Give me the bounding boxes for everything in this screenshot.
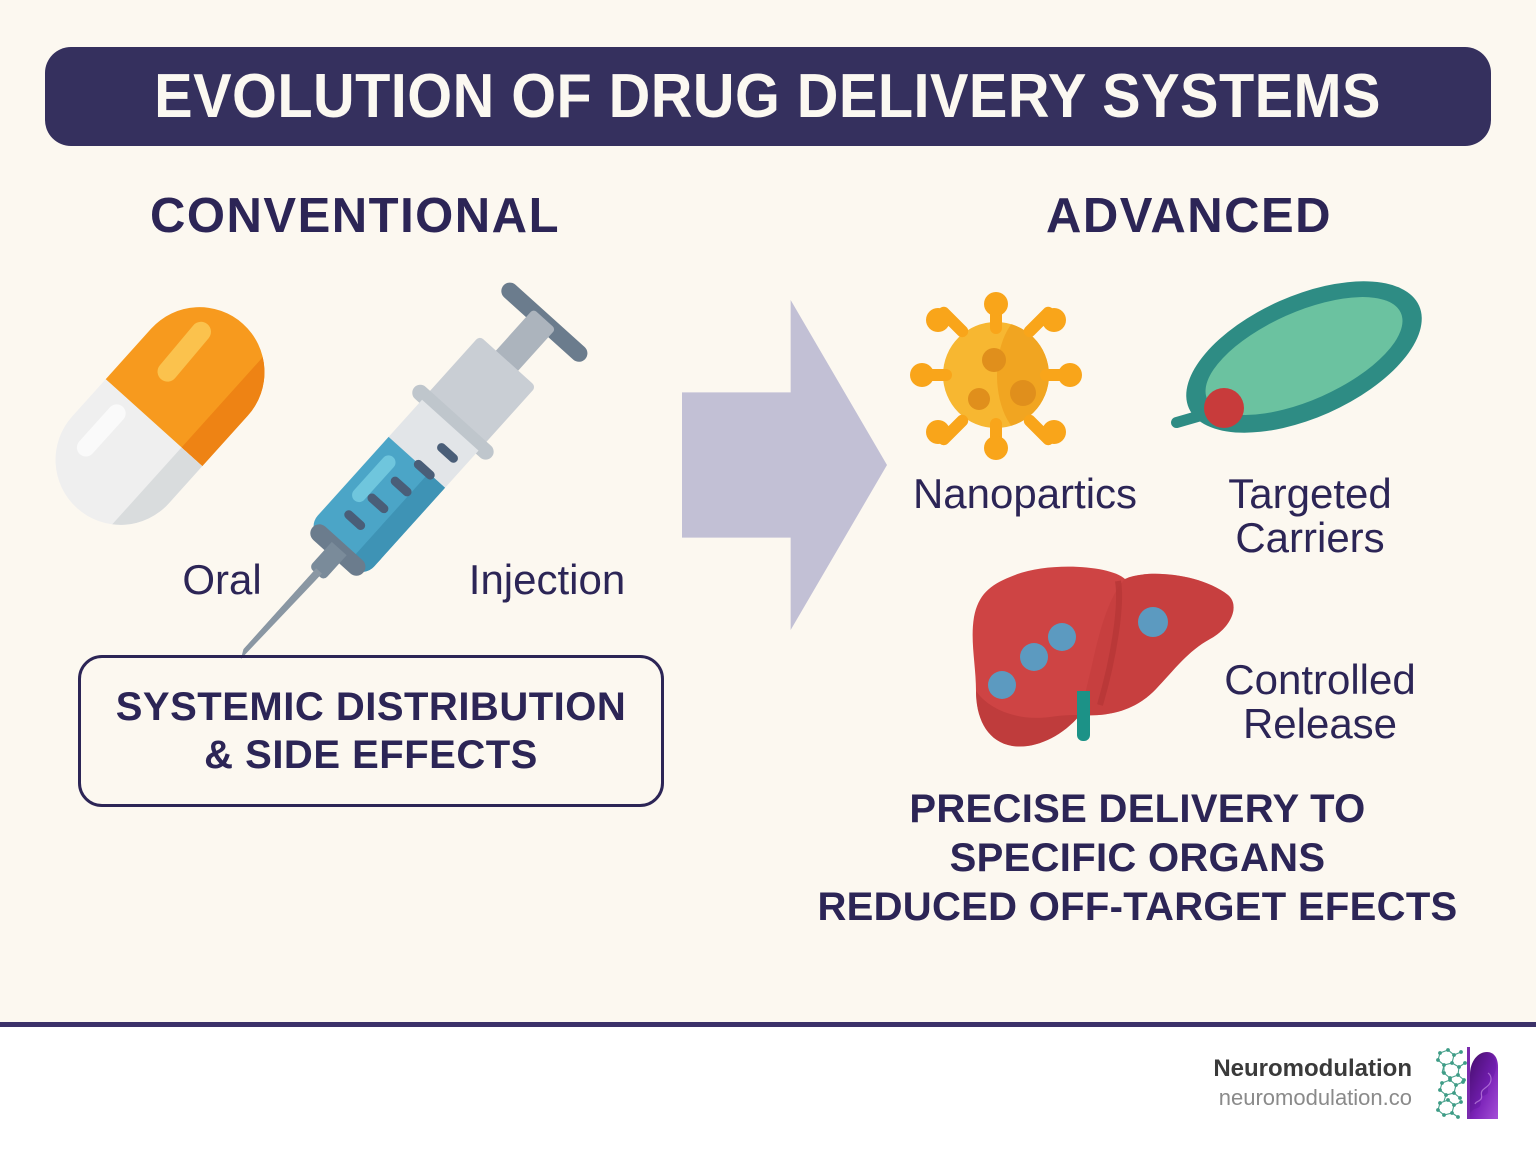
label-controlled-release-line2: Release	[1242, 700, 1398, 748]
footer-divider	[0, 1022, 1536, 1027]
liver-icon	[950, 565, 1240, 750]
label-oral: Oral	[182, 556, 262, 603]
liver-bile-duct	[1077, 691, 1090, 741]
statement-line-3: REDUCED OFF-TARGET EFECTS	[817, 884, 1458, 929]
liver-shape	[972, 566, 1234, 747]
callout-line-2: & SIDE EFFECTS	[204, 733, 538, 777]
nanoparticle-surface-dot	[1010, 380, 1036, 406]
liver-target-dot	[1138, 607, 1168, 637]
statement-line-2: SPECIFIC ORGANS	[949, 835, 1326, 880]
nanoparticle-spike-knob	[984, 292, 1008, 316]
footer-branding: Neuromodulation neuromodulation.co	[1213, 1045, 1498, 1121]
nanoparticle-spike-knob	[984, 436, 1008, 460]
column-heading-conventional: CONVENTIONAL	[150, 189, 560, 243]
liver-target-dot	[1048, 623, 1076, 651]
carrier-targeting-ligand	[1204, 388, 1244, 428]
liposome-carrier-icon	[1164, 250, 1444, 464]
nanoparticle-spike-knob	[926, 420, 950, 444]
callout-line-1: SYSTEMIC DISTRIBUTION	[115, 685, 627, 729]
footer-bar	[0, 1027, 1536, 1154]
nanoparticle-surface-dot	[982, 348, 1006, 372]
nanoparticle-spike-knob	[926, 308, 950, 332]
nanoparticle-icon	[910, 292, 1082, 460]
nanoparticle-surface-dot	[968, 388, 990, 410]
statement-precise-delivery: PRECISE DELIVERY TO SPECIFIC ORGANS REDU…	[780, 785, 1495, 931]
footer-brand-name: Neuromodulation	[1213, 1054, 1412, 1082]
footer-brand-url[interactable]: neuromodulation.co	[1218, 1084, 1412, 1110]
callout-text: SYSTEMIC DISTRIBUTION & SIDE EFFECTS	[116, 683, 627, 779]
arrow-shape	[682, 300, 887, 630]
page-title: EVOLUTION OF DRUG DELIVERY SYSTEMS	[154, 61, 1382, 131]
right-arrow-icon	[682, 300, 887, 630]
neuromodulation-head-molecule-logo	[1430, 1045, 1498, 1121]
label-targeted-carriers-line1: Targeted	[1228, 470, 1392, 517]
nanoparticle-core	[943, 322, 1049, 428]
label-controlled-release-line1: Controlled	[1224, 656, 1416, 703]
nanoparticle-spike-knob	[1058, 363, 1082, 387]
nanoparticle-spike-knob	[1042, 308, 1066, 332]
callout-systemic-distribution: SYSTEMIC DISTRIBUTION & SIDE EFFECTS	[78, 655, 664, 807]
label-targeted-carriers: Targeted Carriers	[1180, 470, 1440, 562]
liver-target-dot	[1020, 643, 1048, 671]
nanoparticle-spike-knob	[1042, 420, 1066, 444]
label-targeted-carriers-line2: Carriers	[1235, 514, 1385, 562]
column-heading-advanced: ADVANCED	[1046, 189, 1333, 243]
label-injection: Injection	[468, 556, 626, 603]
label-controlled-release: Controlled Release	[1175, 656, 1465, 748]
liver-target-dot	[988, 671, 1016, 699]
nanoparticle-spike-knob	[910, 363, 934, 387]
footer-brand-text: Neuromodulation neuromodulation.co	[1213, 1054, 1412, 1113]
logo-artwork	[1430, 1045, 1498, 1121]
title-banner: EVOLUTION OF DRUG DELIVERY SYSTEMS	[45, 47, 1491, 146]
statement-line-1: PRECISE DELIVERY TO	[909, 787, 1366, 831]
label-nanopartics: Nanopartics	[912, 470, 1138, 517]
